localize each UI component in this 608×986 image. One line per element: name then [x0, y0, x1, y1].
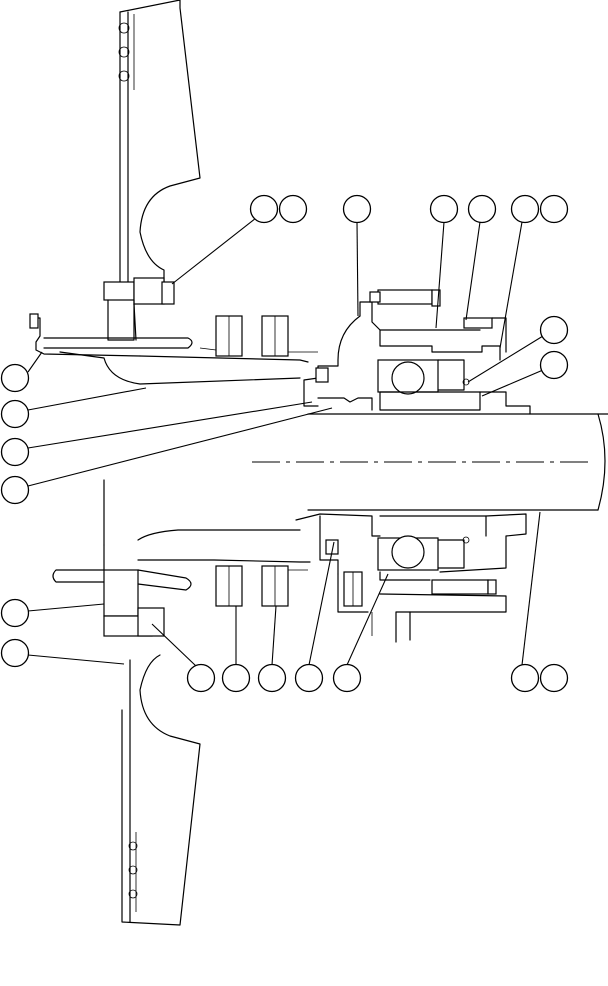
shaft: [252, 413, 608, 511]
callout-19: [294, 663, 324, 693]
callout-17: [221, 663, 251, 693]
hub-lower: [52, 479, 311, 637]
callout-9: [539, 350, 569, 380]
callout-13: [0, 475, 30, 505]
callout-21: [510, 663, 540, 693]
callout-20: [332, 663, 362, 693]
callout-4: [429, 194, 459, 224]
callout-8: [539, 315, 569, 345]
fan-blade-bottom: [121, 654, 201, 926]
callout-7: [539, 194, 569, 224]
callout-5: [467, 194, 497, 224]
callout-12: [0, 437, 30, 467]
callout-1: [249, 194, 279, 224]
callout-14: [0, 598, 30, 628]
callout-3: [342, 194, 372, 224]
leader-lines: [27, 217, 544, 667]
callout-22: [539, 663, 569, 693]
callout-2: [278, 194, 308, 224]
callout-15: [0, 638, 30, 668]
callout-18: [257, 663, 287, 693]
hub-upper: [29, 277, 318, 385]
callout-10: [0, 363, 30, 393]
callout-16: [186, 663, 216, 693]
callout-bubbles: [0, 194, 569, 693]
callout-6: [510, 194, 540, 224]
fan-blade-top: [118, 0, 201, 286]
bearing-housing-upper: [303, 289, 531, 415]
callout-11: [0, 399, 30, 429]
bearing-housing-lower: [295, 513, 527, 643]
